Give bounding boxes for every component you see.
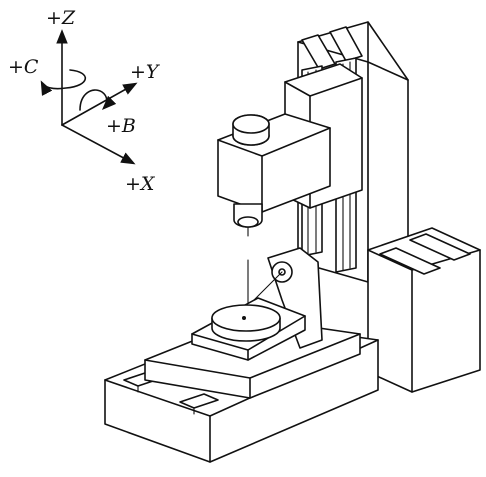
column-top-slot-left	[301, 34, 336, 70]
column-top-slot-right	[329, 26, 363, 62]
rear-base	[367, 227, 481, 393]
b-axis-label: +B	[106, 115, 136, 137]
rear-base-slot-1	[379, 247, 441, 275]
bed-slot-right	[179, 393, 219, 409]
y-axis-arrow	[61, 82, 138, 126]
rear-base-slot-2	[409, 233, 471, 261]
c-rotation-arrow	[40, 69, 87, 96]
rotary-table-center	[242, 316, 246, 320]
x-axis-label: +X	[125, 173, 156, 195]
coordinate-system: +Z +C +Y +B +X	[8, 7, 161, 195]
z-axis-label: +Z	[46, 7, 76, 29]
spindle-head	[217, 63, 363, 237]
tilting-table	[191, 247, 323, 361]
b-rotation-arrow	[79, 89, 117, 111]
y-axis-label: +Y	[130, 61, 161, 83]
x-axis-arrow	[61, 124, 136, 165]
c-axis-label: +C	[8, 56, 39, 78]
